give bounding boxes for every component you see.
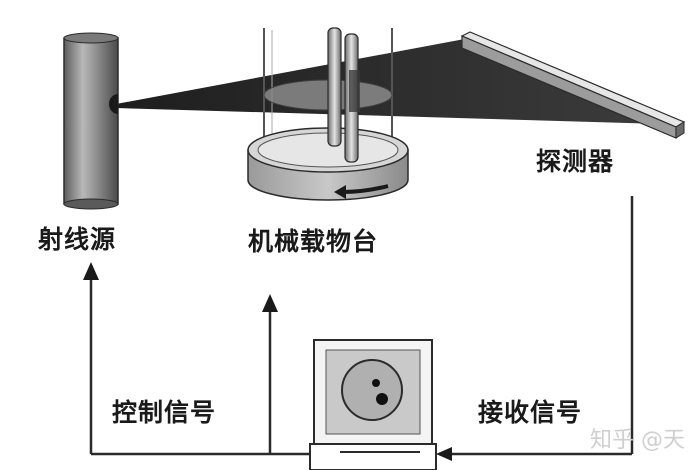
signal-lines [89, 196, 634, 456]
receive-signal-label: 接收信号 [478, 398, 583, 427]
xray-source [63, 32, 119, 210]
xray-beam [116, 38, 662, 124]
detector-label: 探测器 [536, 147, 615, 176]
arrow-up-source [83, 262, 99, 280]
cross-section-image [341, 359, 403, 421]
detector [460, 31, 686, 139]
source-label: 射线源 [38, 225, 117, 254]
source-aperture [109, 94, 118, 114]
stage-label: 机械载物台 [248, 227, 379, 256]
control-signal-label: 控制信号 [112, 398, 217, 427]
sample-rod [327, 27, 342, 147]
mechanical-stage [247, 27, 409, 201]
arrow-up-stage [262, 294, 278, 312]
arrow-left-monitor [436, 447, 452, 461]
monitor [309, 339, 437, 470]
watermark: 知乎 @天 [590, 428, 685, 453]
